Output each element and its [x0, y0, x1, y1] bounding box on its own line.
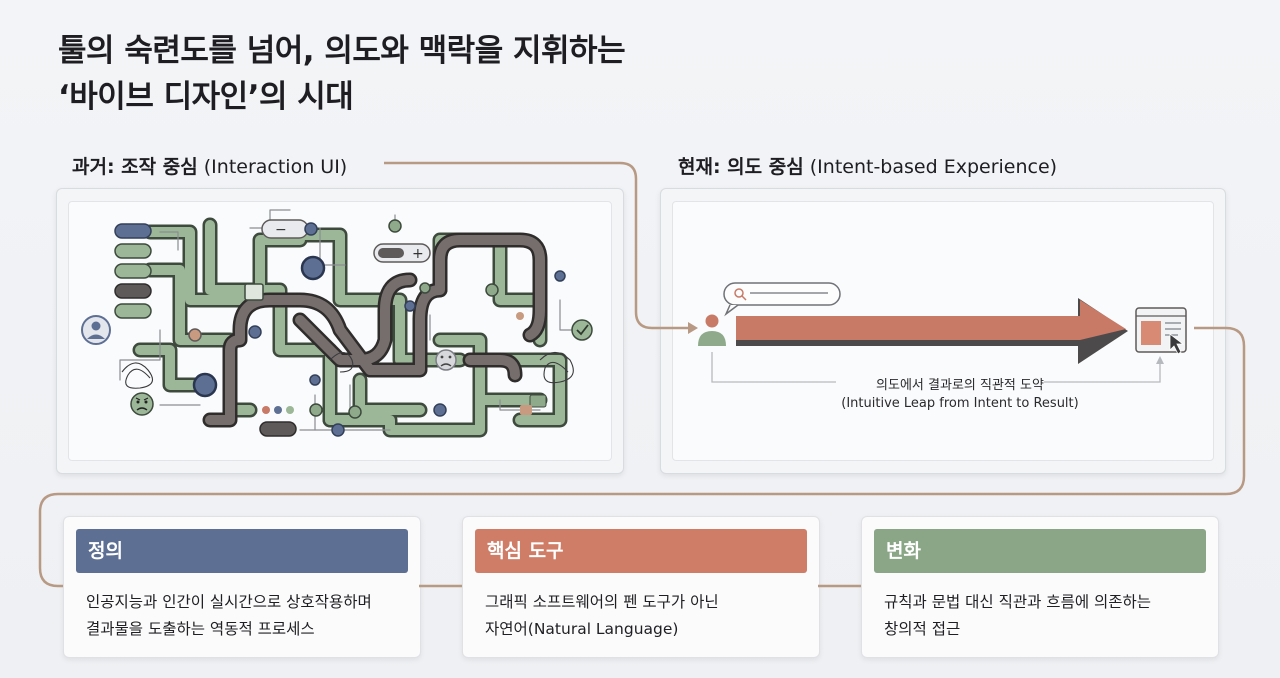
intent-arrow: [736, 298, 1128, 364]
title-line-2: ‘바이브 디자인’의 시대: [58, 79, 354, 115]
card-core-tool-line-2: 자연어(Natural Language): [485, 620, 679, 638]
user-icon-past: [81, 315, 111, 345]
present-label-rest: (Intent-based Experience): [803, 156, 1058, 178]
cursor-icon: [1169, 333, 1185, 355]
card-definition-title: 정의: [76, 529, 408, 573]
svg-text:−: −: [275, 222, 287, 238]
card-definition: 정의 인공지능과 인간이 실시간으로 상호작용하며 결과물을 도출하는 역동적 …: [63, 516, 421, 658]
card-core-tool: 핵심 도구 그래픽 소프트웨어의 펜 도구가 아닌 자연어(Natural La…: [462, 516, 820, 658]
past-label: 과거: 조작 중심 (Interaction UI): [72, 152, 347, 179]
present-label-bold: 현재: 의도 중심: [678, 156, 804, 178]
check-icon: [571, 319, 593, 341]
page-title: 툴의 숙련도를 넘어, 의도와 맥락을 지휘하는 ‘바이브 디자인’의 시대: [58, 28, 626, 120]
filter-box: [244, 283, 264, 301]
past-label-rest: (Interaction UI): [197, 156, 348, 178]
card-core-tool-line-1: 그래픽 소프트웨어의 펜 도구가 아닌: [485, 593, 719, 611]
toggle-1: [114, 223, 152, 239]
toggle-3: [114, 263, 152, 279]
maze-controls: − +: [114, 219, 566, 437]
connector-to-present: [384, 161, 688, 330]
toggle-4: [114, 283, 152, 299]
card-definition-line-2: 결과물을 도출하는 역동적 프로세스: [86, 620, 315, 638]
card-core-tool-body: 그래픽 소프트웨어의 펜 도구가 아닌 자연어(Natural Language…: [485, 589, 805, 643]
leap-bracket: [711, 352, 1161, 383]
result-window-icon: [1135, 307, 1187, 353]
interaction-maze: [119, 209, 581, 438]
toggle-2: [114, 243, 152, 259]
leap-text-ko: 의도에서 결과로의 직관적 도약: [876, 378, 1044, 393]
user-icon-present: [698, 314, 726, 346]
node-large-1: [300, 255, 326, 281]
frown-icon: [435, 349, 457, 371]
svg-text:+: +: [412, 246, 424, 262]
card-change-line-1: 규칙과 문법 대신 직관과 흐름에 의존하는: [884, 593, 1152, 611]
card-change: 변화 규칙과 문법 대신 직관과 흐름에 의존하는 창의적 접근: [861, 516, 1219, 658]
angry-icon: [130, 392, 154, 416]
slider-bottom: [259, 421, 297, 437]
connector-to-cards: [38, 326, 1246, 588]
title-line-1: 툴의 숙련도를 넘어, 의도와 맥락을 지휘하는: [58, 33, 626, 69]
toggle-5: [114, 303, 152, 319]
present-label: 현재: 의도 중심 (Intent-based Experience): [678, 152, 1057, 179]
past-label-bold: 과거: 조작 중심: [72, 156, 198, 178]
connector-arrowhead: [688, 322, 698, 334]
card-core-tool-title: 핵심 도구: [475, 529, 807, 573]
card-definition-line-1: 인공지능과 인간이 실시간으로 상호작용하며: [86, 593, 372, 611]
card-change-title: 변화: [874, 529, 1206, 573]
search-bubble-icon: [723, 282, 841, 317]
card-definition-body: 인공지능과 인간이 실시간으로 상호작용하며 결과물을 도출하는 역동적 프로세…: [86, 589, 406, 643]
node-large-2: [192, 372, 218, 398]
card-change-line-2: 창의적 접근: [884, 620, 961, 638]
card-change-body: 규칙과 문법 대신 직관과 흐름에 의존하는 창의적 접근: [884, 589, 1204, 643]
leap-text-en: (Intuitive Leap from Intent to Result): [841, 396, 1079, 411]
tangle-icon: [121, 351, 574, 389]
